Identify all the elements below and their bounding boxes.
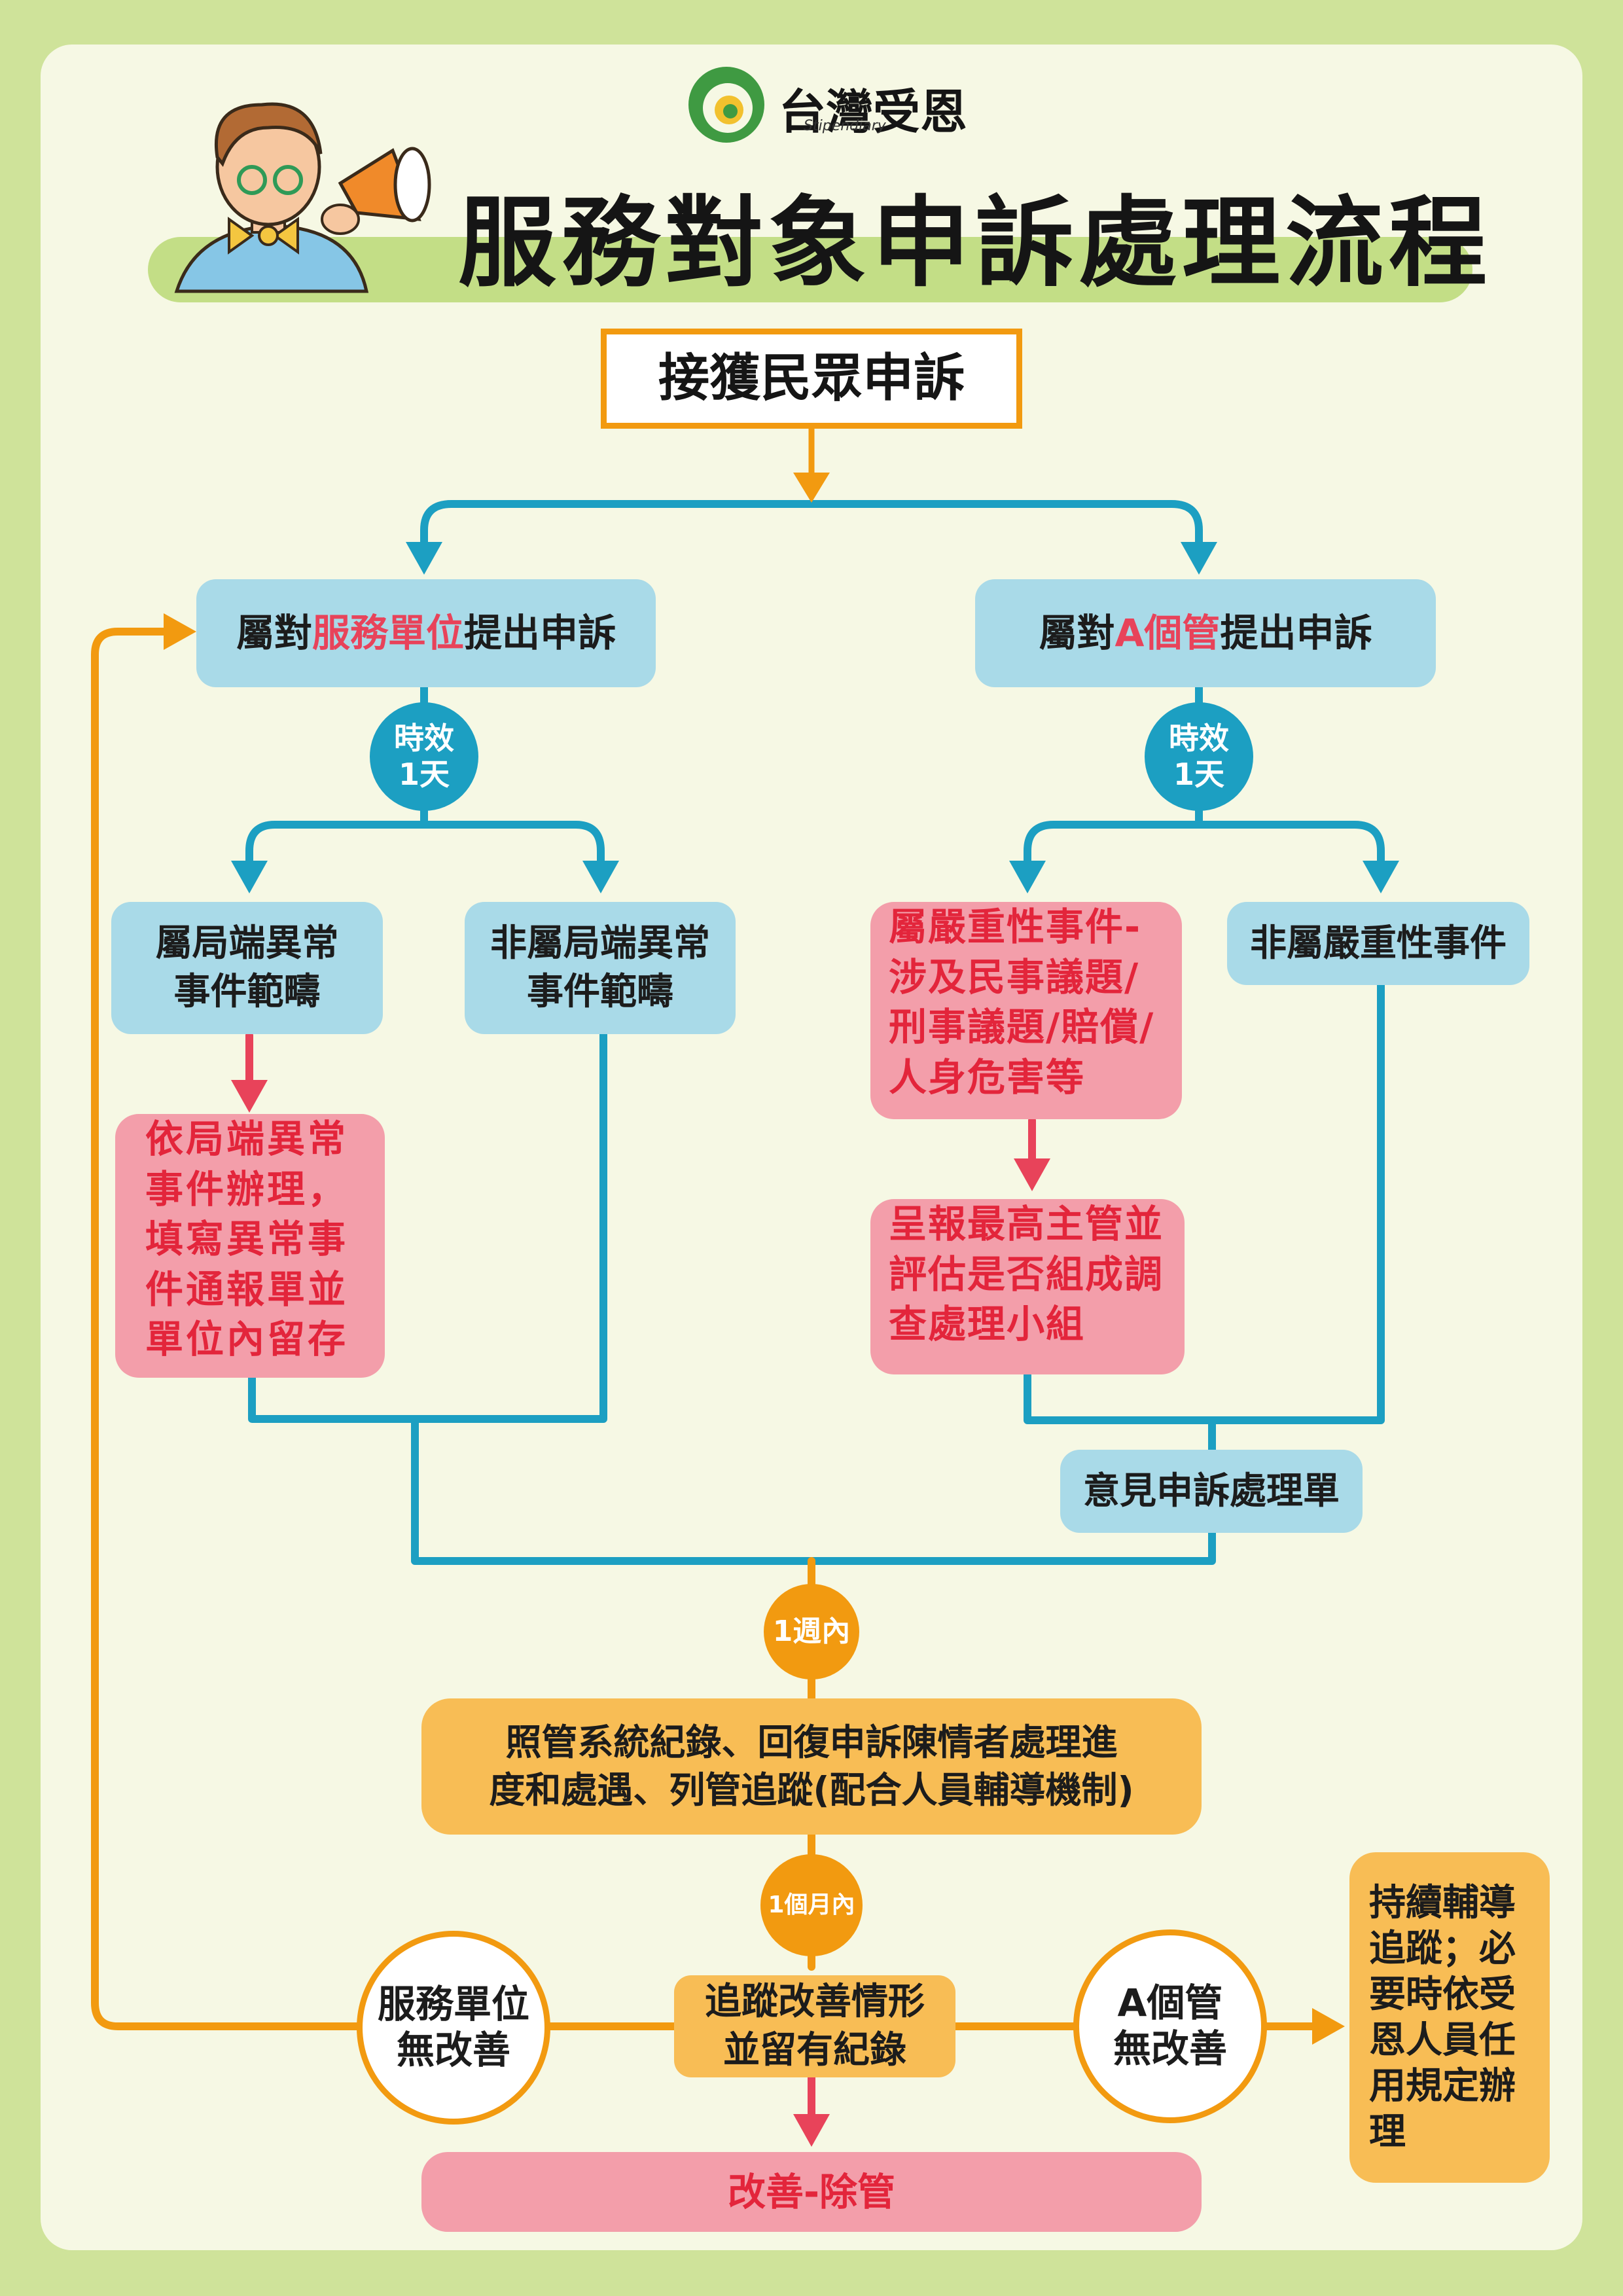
right-deadline-badge: 時效 1天 (1145, 702, 1253, 811)
record-reply-box: 照管系統紀錄、回復申訴陳情者處理進 度和處遇、列管追蹤(配合人員輔導機制) (421, 1698, 1202, 1835)
resolved-box: 改善-除管 (421, 2152, 1202, 2232)
right-action-line3: 查處理小組 (889, 1302, 1086, 1347)
left-branch-highlight: 服務單位 (312, 611, 464, 656)
right-nonserious-box: 非屬嚴重性事件 (1227, 902, 1529, 985)
right-action-line1: 呈報最高主管並 (889, 1202, 1164, 1246)
opinion-form-label: 意見申訴處理單 (1083, 1469, 1340, 1513)
within-week-badge: 1週內 (764, 1584, 859, 1679)
left-action-line5: 單位內留存 (145, 1317, 349, 1362)
unit-no-improve-circle: 服務單位 無改善 (357, 1931, 550, 2125)
unit-no-improve-line1: 服務單位 (377, 1982, 529, 2027)
connector-loop-back (91, 628, 361, 2030)
left-nonlocal-line1: 非屬局端異常 (490, 922, 710, 965)
left-branch-prefix: 屬對 (236, 611, 312, 656)
left-local-line1: 屬局端異常 (155, 922, 339, 965)
continue-guidance-box: 持續輔導 追蹤；必 要時依受 恩人員任 用規定辦 理 (1349, 1852, 1550, 2183)
logo-icon (688, 67, 764, 143)
title-bar (148, 237, 1472, 302)
left-deadline-badge: 時效 1天 (370, 702, 478, 811)
a-no-improve-circle: A個管 無改善 (1073, 1929, 1267, 2123)
unit-no-improve-line2: 無改善 (396, 2028, 510, 2072)
guidance-line6: 理 (1369, 2110, 1406, 2153)
left-local-box: 屬局端異常 事件範疇 (111, 902, 383, 1034)
left-action-line3: 填寫異常事 (145, 1217, 349, 1262)
record-reply-line1: 照管系統紀錄、回復申訴陳情者處理進 (505, 1721, 1118, 1764)
record-reply-line2: 度和處遇、列管追蹤(配合人員輔導機制) (489, 1769, 1134, 1811)
right-serious-line4: 人身危害等 (889, 1054, 1086, 1100)
right-deadline-line1: 時效 (1169, 720, 1229, 756)
left-action-line2: 事件辦理， (145, 1166, 349, 1211)
within-week-label: 1週內 (772, 1614, 851, 1648)
right-serious-line3: 刑事議題/賠償/ (889, 1005, 1155, 1050)
left-branch-box: 屬對服務單位提出申訴 (196, 579, 656, 687)
within-month-label: 1個月內 (768, 1892, 855, 1919)
right-action-line2: 評估是否組成調 (889, 1251, 1164, 1297)
right-branch-suffix: 提出申訴 (1220, 611, 1372, 656)
left-action-line1: 依局端異常 (145, 1117, 349, 1161)
guidance-line4: 恩人員任 (1369, 2018, 1516, 2062)
resolved-label: 改善-除管 (727, 2169, 896, 2214)
left-action-line4: 件通報單並 (145, 1266, 349, 1312)
connector-right-merge (1024, 981, 1385, 1454)
logo-text: 台灣受恩 (779, 84, 968, 139)
right-nonserious-label: 非屬嚴重性事件 (1250, 922, 1507, 965)
left-nonlocal-line2: 事件範疇 (527, 971, 673, 1013)
left-nonlocal-box: 非屬局端異常 事件範疇 (465, 902, 736, 1034)
track-line1: 追蹤改善情形 (705, 1981, 925, 2024)
left-branch-suffix: 提出申訴 (464, 611, 616, 656)
a-no-improve-line2: 無改善 (1113, 2026, 1227, 2071)
opinion-form-box: 意見申訴處理單 (1060, 1450, 1363, 1533)
track-box: 追蹤改善情形 並留有紀錄 (674, 1975, 955, 2077)
right-deadline-line2: 1天 (1173, 757, 1224, 792)
a-no-improve-line1: A個管 (1117, 1981, 1223, 2026)
start-box: 接獲民眾申訴 (601, 329, 1022, 429)
guidance-line2: 追蹤；必 (1369, 1927, 1516, 1970)
guidance-line5: 用規定辦 (1369, 2064, 1516, 2108)
left-local-action-box: 依局端異常 事件辦理， 填寫異常事 件通報單並 單位內留存 (115, 1114, 385, 1378)
arrowheads (164, 473, 1399, 2147)
connector-split-top (420, 500, 1203, 547)
track-line2: 並留有紀錄 (723, 2029, 906, 2072)
right-branch-highlight: A個管 (1115, 611, 1221, 656)
page-title: 服務對象申訴處理流程 (458, 187, 1493, 300)
right-serious-line1: 屬嚴重性事件- (889, 905, 1142, 949)
left-deadline-line1: 時效 (394, 720, 454, 756)
start-label: 接獲民眾申訴 (658, 349, 965, 408)
mascot-illustration (174, 102, 431, 293)
within-month-badge: 1個月內 (760, 1854, 863, 1956)
right-branch-prefix: 屬對 (1039, 611, 1115, 656)
right-serious-line2: 涉及民事議題/ (889, 954, 1140, 999)
right-serious-action-box: 呈報最高主管並 評估是否組成調 查處理小組 (870, 1199, 1185, 1374)
left-deadline-line2: 1天 (398, 757, 450, 792)
guidance-line3: 要時依受 (1369, 1973, 1516, 2016)
left-local-line2: 事件範疇 (173, 971, 321, 1013)
right-serious-box: 屬嚴重性事件- 涉及民事議題/ 刑事議題/賠償/ 人身危害等 (870, 902, 1182, 1119)
guidance-line1: 持續輔導 (1369, 1881, 1516, 1924)
logo-subtext: Stipendiary (804, 118, 886, 134)
